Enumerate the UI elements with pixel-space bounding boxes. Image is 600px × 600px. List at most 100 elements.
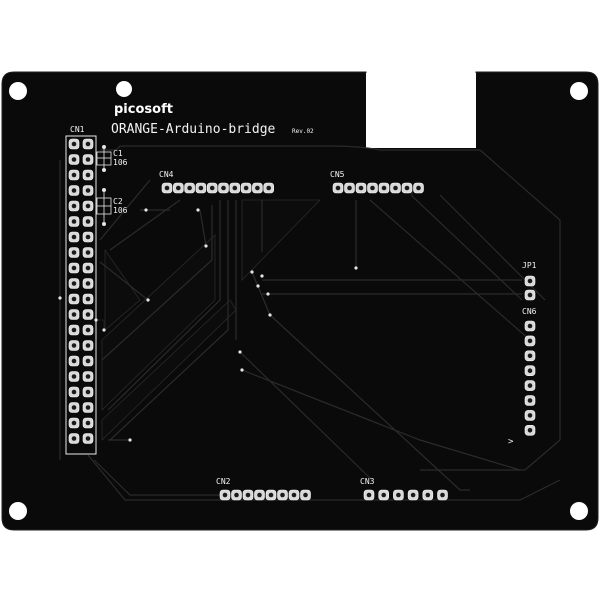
cn5-pad-hole (381, 185, 387, 191)
cn3-pad-hole (381, 492, 387, 498)
cn5-pad-hole (393, 185, 398, 191)
cn6-pads (524, 320, 536, 436)
cn1-pad-hole (71, 358, 77, 364)
vias (58, 208, 358, 442)
cn6-pad-hole (527, 368, 533, 374)
cn4-pads (161, 182, 275, 194)
cn1-pad-hole (85, 203, 91, 209)
cn2-pad-hole (291, 492, 297, 498)
cn4-pad-hole (187, 185, 192, 191)
cn1-pad-hole (85, 358, 91, 364)
cn5-label: CN5 (330, 170, 345, 179)
cn1-pad-hole (85, 250, 91, 255)
jp1-pad-hole (527, 292, 533, 298)
cn6-pad-hole (527, 428, 533, 433)
cn1-pad-hole (71, 234, 77, 240)
cn1-pad-hole (71, 343, 77, 348)
cn2-pads (219, 489, 311, 501)
cn4-pad-hole (198, 185, 204, 191)
cn2-pad-hole (245, 492, 251, 498)
capacitor-c2: C2 106 (96, 188, 128, 226)
cn4-pad-hole (243, 185, 249, 191)
cn2-pad-hole (303, 492, 308, 498)
cn1-pad-hole (71, 312, 77, 317)
cn1-pad-hole (71, 389, 77, 395)
cn2-pad-hole (268, 492, 274, 498)
c1-value: 106 (113, 158, 128, 167)
cn1-pad-hole (85, 420, 91, 426)
cn6-pad-hole (527, 323, 533, 329)
cn2-pad-hole (222, 492, 228, 498)
cn3-pad-hole (425, 492, 431, 498)
cn6-label: CN6 (522, 307, 537, 316)
cn3-pad-hole (410, 492, 416, 498)
cn6-pad-hole (527, 413, 533, 418)
cn5-pads (332, 182, 424, 194)
cn2-pad-hole (257, 492, 262, 498)
board-revision: Rev.02 (292, 128, 314, 135)
copper-traces (59, 145, 561, 501)
cn3-label: CN3 (360, 477, 375, 486)
cn5-pad-hole (358, 185, 364, 191)
cn1-pad-hole (85, 157, 91, 162)
cn1-pad-hole (71, 436, 77, 441)
cn1-pad-hole (71, 405, 77, 410)
cn1-pad-hole (85, 172, 91, 178)
cn6-pad-hole (527, 383, 533, 388)
cn3-pad-hole (366, 492, 372, 498)
c2-value: 106 (113, 206, 128, 215)
cn1-pad-hole (85, 312, 91, 317)
cn3-header: CN3 (360, 477, 448, 501)
jp1-pads (524, 275, 536, 301)
capacitor-c1: C1 106 (96, 145, 128, 172)
cn1-pad-hole (71, 172, 77, 178)
cn4-pad-hole (176, 185, 181, 191)
cn1-pad-hole (71, 420, 77, 426)
cn1-pads (68, 138, 94, 444)
cn4-pad-hole (164, 185, 170, 191)
cn1-pad-hole (71, 296, 77, 302)
cn4-pad-hole (266, 185, 272, 191)
mounting-hole-bottom-left (9, 502, 27, 520)
cn1-pad-hole (85, 389, 91, 395)
cn1-pad-hole (71, 203, 77, 209)
board-outline (1, 71, 599, 531)
cn4-pad-hole (209, 185, 215, 191)
cn1-pad-hole (85, 327, 91, 333)
jp1-header: JP1 (522, 261, 537, 301)
cn1-header: CN1 (65, 125, 97, 455)
cn1-pad-hole (71, 157, 77, 162)
cn3-pads (363, 489, 448, 501)
cn1-pad-hole (71, 281, 77, 286)
c2-label: C2 (113, 197, 123, 206)
mounting-hole-bottom-right (570, 502, 588, 520)
cn6-pad-hole (527, 353, 533, 359)
cn1-pad-hole (85, 281, 91, 286)
cn5-header: CN5 (330, 170, 424, 194)
board-cutout (366, 73, 476, 148)
cn1-pad-hole (85, 219, 91, 224)
jp1-label: JP1 (522, 261, 537, 270)
cn1-pad-hole (85, 234, 91, 240)
cn4-header: CN4 (159, 170, 275, 194)
cn6-header: CN6 > (508, 307, 537, 447)
cn3-pad-hole (396, 492, 401, 498)
cn4-pad-hole (255, 185, 260, 191)
cn5-pad-hole (347, 185, 352, 191)
cn1-label: CN1 (70, 125, 85, 134)
cn6-pin1-marker: > (508, 437, 514, 447)
brand-logo-dot (116, 81, 132, 97)
cn1-pad-hole (85, 265, 91, 271)
cn1-pad-hole (71, 188, 77, 193)
cn1-pad-hole (85, 296, 91, 302)
cn2-label: CN2 (216, 477, 231, 486)
mounting-hole-top-right (570, 82, 588, 100)
cn1-pad-hole (85, 436, 91, 441)
c1-label: C1 (113, 149, 123, 158)
cn5-pad-hole (416, 185, 421, 191)
cn1-pad-hole (71, 250, 77, 255)
cn1-pad-hole (85, 374, 91, 379)
mounting-hole-top-left (9, 82, 27, 100)
cn6-pad-hole (527, 398, 533, 403)
